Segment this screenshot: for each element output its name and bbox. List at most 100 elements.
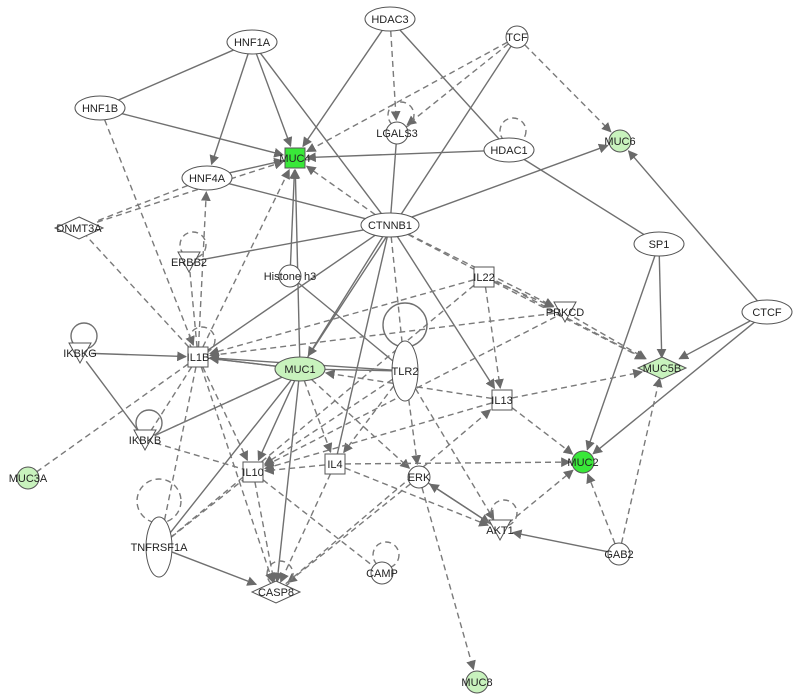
- node-label-hdac1: HDAC1: [490, 145, 527, 157]
- node-lgals3[interactable]: LGALS3: [376, 121, 418, 145]
- edge-il22-to-prkcd: [493, 280, 555, 308]
- node-muc2[interactable]: MUC2: [567, 450, 599, 474]
- node-akt1[interactable]: AKT1: [486, 519, 514, 542]
- self-loop-tlr2: [382, 302, 428, 348]
- edge-il1b-to-erbb2: [189, 271, 198, 348]
- edge-il4-to-casp8: [279, 473, 332, 583]
- edge-il4-to-il10: [264, 464, 326, 475]
- self-loops-layer: [70, 101, 527, 588]
- node-shape-muc5b: [636, 356, 688, 380]
- edge-tlr2-to-muc1: [324, 368, 393, 372]
- node-muc3a[interactable]: MUC3A: [9, 466, 48, 490]
- node-label-il10: IL10: [242, 467, 263, 479]
- edge-tlr2-to-akt1: [414, 388, 495, 521]
- node-hnf4a[interactable]: HNF4A: [181, 165, 233, 191]
- node-tnfrsf1a[interactable]: TNFRSF1A: [131, 516, 189, 578]
- edge-hdac3-to-hdac1: [399, 29, 500, 140]
- node-shape-histone-h3: [278, 264, 302, 288]
- edge-ctnnb1-to-il4: [336, 236, 388, 455]
- node-camp[interactable]: CAMP: [366, 561, 398, 585]
- edge-il22-to-muc5b: [493, 281, 645, 360]
- edge-ikbkg-to-ikbkb: [85, 360, 140, 433]
- node-tcf[interactable]: TCF: [505, 25, 529, 49]
- node-ikbkb[interactable]: IKBKB: [129, 429, 161, 452]
- edge-il10-to-casp8: [254, 481, 278, 583]
- node-muc8[interactable]: MUC8: [461, 670, 493, 694]
- node-label-il13: IL13: [491, 395, 512, 407]
- edge-ctnnb1-to-il13: [396, 236, 496, 390]
- node-shape-gab2: [607, 542, 631, 566]
- node-shape-camp: [370, 561, 394, 585]
- node-il4[interactable]: IL4: [324, 453, 346, 475]
- edge-tlr2-to-il10: [263, 378, 393, 465]
- node-muc5b[interactable]: MUC5B: [636, 356, 688, 380]
- node-shape-muc1: [274, 356, 326, 382]
- node-il10[interactable]: IL10: [242, 461, 264, 483]
- node-dnmt3a[interactable]: DNMT3A: [53, 216, 105, 240]
- node-label-hnf4a: HNF4A: [189, 173, 226, 185]
- edge-gab2-to-muc2: [586, 473, 616, 545]
- node-hdac3[interactable]: HDAC3: [364, 6, 416, 32]
- edge-hdac3-to-muc4: [302, 30, 383, 148]
- node-label-erbb2: ERBB2: [171, 257, 207, 269]
- edge-hnf1b-to-il1b: [103, 119, 195, 347]
- edge-il1b-to-ikbkb: [149, 366, 193, 432]
- edge-sp1-to-muc5b: [656, 255, 667, 359]
- edge-hnf1a-to-hnf1b: [118, 49, 234, 101]
- node-il13[interactable]: IL13: [491, 389, 513, 411]
- node-shape-tlr2: [391, 340, 419, 402]
- edge-tnfrsf1a-to-casp8: [171, 551, 258, 586]
- node-shape-erk: [407, 465, 431, 489]
- edge-il1b-to-il10: [202, 366, 248, 462]
- node-label-casp8: CASP8: [258, 587, 294, 599]
- edge-ikbkg-to-il1b: [90, 351, 187, 362]
- node-shape-ikbkb: [133, 429, 157, 452]
- node-muc4[interactable]: MUC4: [279, 147, 311, 169]
- edge-tcf-to-lgals3: [406, 43, 509, 126]
- node-label-sp1: SP1: [649, 239, 670, 251]
- node-sp1[interactable]: SP1: [633, 231, 685, 257]
- node-erbb2[interactable]: ERBB2: [171, 251, 207, 274]
- node-erk[interactable]: ERK: [407, 465, 431, 489]
- edge-il1b-to-tnfrsf1a: [163, 366, 197, 521]
- node-label-ctnnb1: CTNNB1: [368, 220, 412, 232]
- node-ikbkg[interactable]: IKBKG: [63, 342, 97, 365]
- edge-il22-to-il1b: [208, 279, 475, 357]
- node-tlr2[interactable]: TLR2: [391, 340, 419, 402]
- edge-il22-to-tnfrsf1a: [170, 284, 475, 538]
- node-label-il22: IL22: [473, 272, 494, 284]
- node-ctnnb1[interactable]: CTNNB1: [360, 212, 420, 238]
- edge-erk-to-casp8: [287, 483, 411, 584]
- node-histone-h3[interactable]: Histone h3: [264, 264, 317, 288]
- edge-sp1-to-muc2: [585, 255, 656, 451]
- node-prkcd[interactable]: PRKCD: [546, 301, 585, 324]
- node-muc1[interactable]: MUC1: [274, 356, 326, 382]
- node-shape-ctnnb1: [360, 212, 420, 238]
- node-shape-hdac3: [364, 6, 416, 32]
- node-shape-tnfrsf1a: [145, 516, 173, 578]
- node-shape-il10: [242, 461, 264, 483]
- node-il1b[interactable]: IL1B: [187, 346, 210, 368]
- edge-dnmt3a-to-muc4: [96, 159, 285, 223]
- node-il22[interactable]: IL22: [473, 266, 495, 288]
- node-label-prkcd: PRKCD: [546, 307, 585, 319]
- node-hnf1b[interactable]: HNF1B: [74, 95, 126, 121]
- node-ctcf[interactable]: CTCF: [741, 299, 793, 325]
- node-shape-erbb2: [177, 251, 201, 274]
- node-shape-ctcf: [741, 299, 793, 325]
- node-label-akt1: AKT1: [486, 525, 514, 537]
- self-loop-tnfrsf1a: [136, 478, 182, 524]
- edge-ctnnb1-to-muc4: [305, 165, 376, 216]
- node-gab2[interactable]: GAB2: [604, 542, 634, 566]
- edge-muc1-to-il4: [303, 380, 333, 454]
- node-label-tnfrsf1a: TNFRSF1A: [131, 542, 189, 554]
- node-hdac1[interactable]: HDAC1: [483, 137, 535, 163]
- node-hnf1a[interactable]: HNF1A: [226, 29, 278, 55]
- node-casp8[interactable]: CASP8: [250, 580, 302, 604]
- node-muc6[interactable]: MUC6: [604, 129, 636, 153]
- node-label-hnf1b: HNF1B: [82, 103, 118, 115]
- edge-il1b-to-hnf4a: [197, 191, 211, 348]
- edge-gab2-to-muc5b: [620, 377, 663, 544]
- edge-ctcf-to-muc5b: [678, 320, 751, 360]
